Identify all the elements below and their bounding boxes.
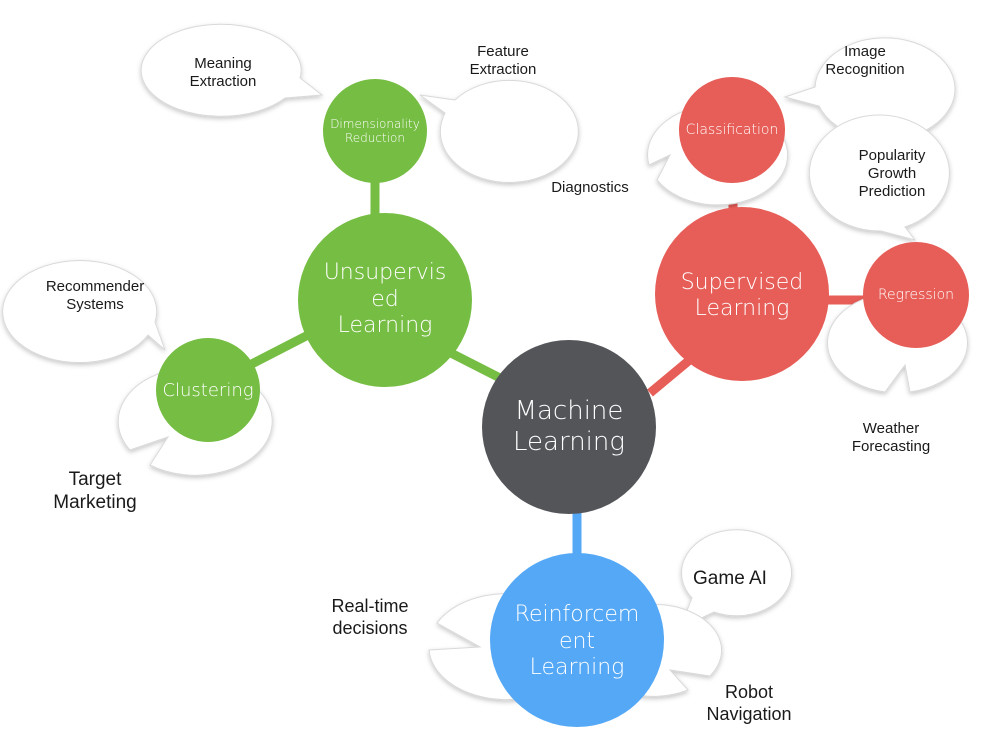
weather-forecasting-text: Weather Forecasting bbox=[851, 420, 931, 455]
classification-node bbox=[679, 77, 785, 183]
unsupervised-learning-node bbox=[298, 213, 472, 387]
supervised-learning-node bbox=[655, 207, 829, 381]
connector-center-supervised bbox=[647, 354, 695, 397]
popularity-growth-text: Popularity Growth Prediction bbox=[858, 147, 926, 200]
bubble-recommender-systems bbox=[2, 260, 166, 363]
diagnostics-text: Diagnostics bbox=[551, 179, 629, 196]
recommender-systems-text: Recommender Systems bbox=[45, 278, 145, 313]
feature-extraction-text: Feature Extraction bbox=[469, 43, 537, 78]
bubble-meaning-extraction bbox=[140, 23, 324, 117]
real-time-decisions-text: Real-time decisions bbox=[331, 596, 409, 638]
bubble-feature-extraction bbox=[419, 79, 579, 183]
meaning-extraction-text: Meaning Extraction bbox=[189, 55, 257, 90]
dimensionality-reduction-node bbox=[323, 79, 427, 183]
machine-learning-node bbox=[482, 340, 656, 514]
image-recognition-text: Image Recognition bbox=[825, 43, 905, 78]
bubble-popularity-growth bbox=[808, 114, 950, 241]
bubble-game-ai bbox=[679, 529, 793, 629]
clustering-node bbox=[156, 338, 260, 442]
reinforcement-learning-node bbox=[490, 553, 664, 727]
target-marketing-text: Target Marketing bbox=[53, 469, 137, 513]
regression-node bbox=[863, 242, 969, 348]
connector-center-unsupervised bbox=[442, 345, 503, 383]
game-ai-text: Game AI bbox=[693, 567, 767, 589]
robot-navigation-text: Robot Navigation bbox=[706, 682, 792, 724]
